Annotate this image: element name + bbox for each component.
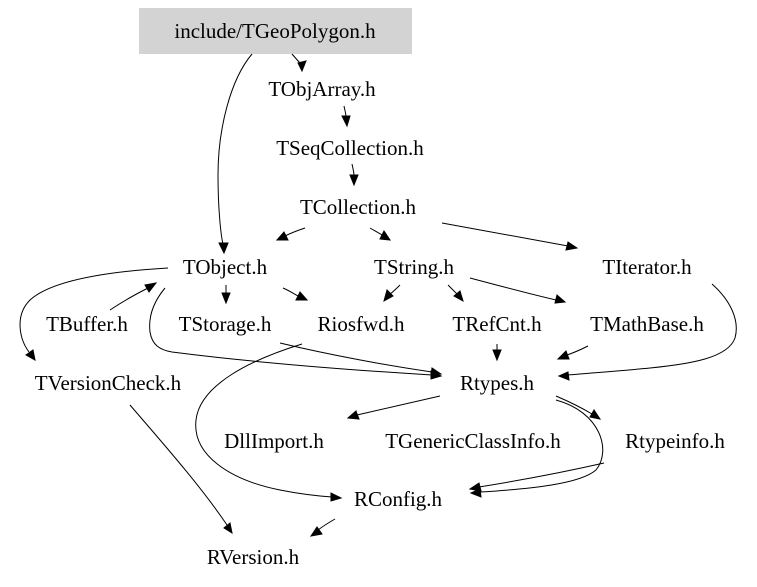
node-trefcnt[interactable]: TRefCnt.h [452,312,542,336]
node-tbuffer[interactable]: TBuffer.h [46,312,128,336]
edge-rtypeinfo-rconfig [468,462,605,492]
node-rtypeinfo[interactable]: Rtypeinfo.h [625,429,725,453]
edge-tobject-tversioncheck [19,267,169,361]
edge-rtypes-rtypeinfo [555,395,602,420]
node-tgeopolygon[interactable]: include/TGeoPolygon.h [174,19,376,43]
edge-titerator-rtypes [557,283,737,381]
node-tstorage[interactable]: TStorage.h [179,312,272,336]
edge-tbuffer-tobject [109,282,158,311]
edge-trefcnt-rtypes [492,344,502,362]
node-riosfwd[interactable]: Riosfwd.h [318,312,405,336]
node-titerator[interactable]: TIterator.h [602,255,692,279]
edge-tstring-tmathbase [469,277,567,304]
edge-tseqcollection-tcollection [349,163,359,187]
node-rconfig[interactable]: RConfig.h [354,487,443,511]
edge-tgeopolygon-tobject [217,53,253,255]
edge-tobjarray-tseqcollection [341,105,351,128]
edge-tversioncheck-rversion [129,404,233,535]
node-rtypes[interactable]: Rtypes.h [460,371,535,395]
edge-tobject-tstorage [221,285,231,305]
edge-tstring-riosfwd [383,284,401,303]
node-tversioncheck[interactable]: TVersionCheck.h [35,371,182,395]
root-node-highlight [139,8,412,54]
edge-riosfwd-rconfig [195,343,343,502]
edge-tcollection-tstring [369,227,392,241]
node-rversion[interactable]: RVersion.h [207,545,300,569]
edge-tcollection-titerator [441,222,579,251]
node-tmathbase[interactable]: TMathBase.h [590,312,704,336]
edge-tmathbase-rtypes [556,345,589,360]
node-tseqcollection[interactable]: TSeqCollection.h [276,136,424,160]
edge-rconfig-rversion [309,518,336,537]
edge-tgeopolygon-tobjarray [291,53,307,73]
node-tgenericclassinfo[interactable]: TGenericClassInfo.h [385,429,561,453]
node-tstring[interactable]: TString.h [374,255,454,279]
edge-rtypes-dllimport [346,395,441,420]
edge-tstring-trefcnt [447,284,464,303]
edge-tobject-riosfwd [282,287,309,301]
edge-tcollection-tobject [275,227,306,241]
node-tcollection[interactable]: TCollection.h [300,195,417,219]
node-tobject[interactable]: TObject.h [183,255,268,279]
node-tobjarray[interactable]: TObjArray.h [268,77,376,101]
edge-tstorage-rtypes [279,342,443,377]
node-dllimport[interactable]: DllImport.h [224,429,324,453]
